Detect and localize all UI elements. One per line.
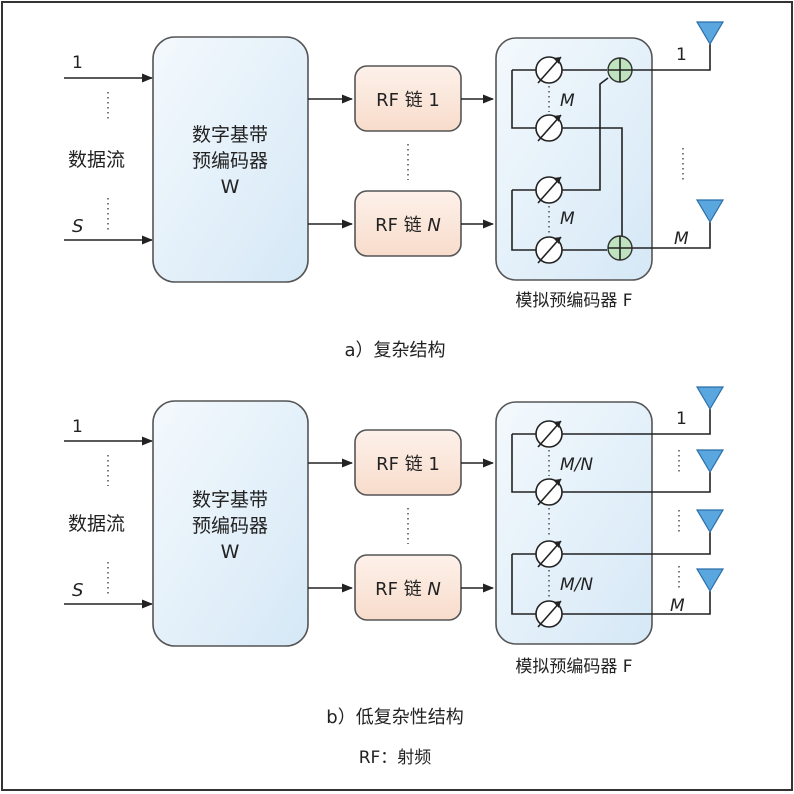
- ps3-out: [562, 77, 609, 191]
- phase-shifter: [535, 56, 563, 84]
- stream-first-label: 1: [72, 53, 83, 73]
- antenna-icon: [695, 21, 725, 46]
- adder: [607, 57, 633, 83]
- phase-shifter: [535, 478, 563, 506]
- rf-chain-1-label: RF 链 1: [376, 454, 440, 475]
- group-2-label: M: [560, 209, 575, 229]
- antenna-icon: [695, 386, 725, 411]
- rf-chain-n-label: RF 链 N: [375, 215, 441, 236]
- analog-precoder-box: [495, 401, 653, 645]
- digital-precoder-line2: 预编码器: [192, 515, 268, 537]
- antenna-icon: [695, 449, 725, 474]
- rfN-bus: [511, 554, 538, 615]
- digital-precoder-line1: 数字基带: [192, 124, 268, 146]
- antenna-last-label: M: [674, 229, 689, 249]
- antenna-1-feed: [632, 44, 711, 71]
- rf-chain-n-label: RF 链 N: [375, 579, 441, 600]
- digital-precoder-line1: 数字基带: [192, 489, 268, 511]
- antenna-m-feed: [562, 591, 711, 615]
- group-1-label: M: [560, 91, 575, 111]
- antenna-icon: [695, 568, 725, 593]
- rfN-bus: [511, 190, 541, 251]
- antenna-icon: [695, 509, 725, 534]
- rf1-bus: [511, 434, 538, 493]
- phase-shifter: [535, 176, 563, 204]
- antenna-3-feed: [562, 532, 711, 555]
- phase-shifter: [535, 236, 563, 264]
- rf-chain-1-label: RF 链 1: [376, 90, 440, 111]
- caption-b: b）低复杂性结构: [326, 707, 463, 728]
- phase-shifter: [535, 420, 563, 448]
- digital-precoder-line2: 预编码器: [192, 150, 268, 172]
- caption-a: a）复杂结构: [344, 340, 445, 361]
- footnote: RF：射频: [359, 748, 432, 768]
- antenna-first-label: 1: [676, 409, 687, 429]
- diagram-complex-structure: 1 数据流 S 数字基带 预编码器 W RF 链 1 RF 链 N: [64, 21, 725, 361]
- stream-last-label: S: [72, 216, 83, 237]
- digital-precoder-line3: W: [221, 541, 240, 563]
- phase-shifter: [535, 114, 563, 142]
- antenna-first-label: 1: [676, 45, 687, 65]
- digital-precoder-box: [152, 400, 309, 647]
- stream-last-label: S: [72, 580, 83, 601]
- analog-precoder-label: 模拟预编码器 F: [515, 657, 632, 677]
- antenna-last-label: M: [670, 596, 685, 616]
- phase-shifter: [535, 600, 563, 628]
- diagram-low-complexity-structure: 1 数据流 S 数字基带 预编码器 W RF 链 1 RF 链 N: [64, 386, 725, 728]
- ps2-out: [562, 127, 623, 236]
- antenna-2-feed: [562, 472, 711, 493]
- digital-precoder-box: [152, 36, 309, 283]
- stream-label: 数据流: [68, 149, 125, 171]
- analog-precoder-label: 模拟预编码器 F: [515, 291, 632, 311]
- group-1-label: M/N: [560, 455, 593, 475]
- stream-label: 数据流: [68, 513, 125, 535]
- antenna-icon: [695, 199, 725, 224]
- antenna-m-feed: [632, 222, 711, 249]
- stream-first-label: 1: [72, 417, 83, 437]
- analog-precoder-box: [495, 37, 653, 281]
- group-2-label: M/N: [560, 575, 593, 595]
- digital-precoder-line3: W: [221, 176, 240, 198]
- adder: [607, 235, 633, 261]
- rf1-bus: [511, 70, 541, 129]
- phase-shifter: [535, 540, 563, 568]
- antenna-1-feed: [562, 409, 711, 435]
